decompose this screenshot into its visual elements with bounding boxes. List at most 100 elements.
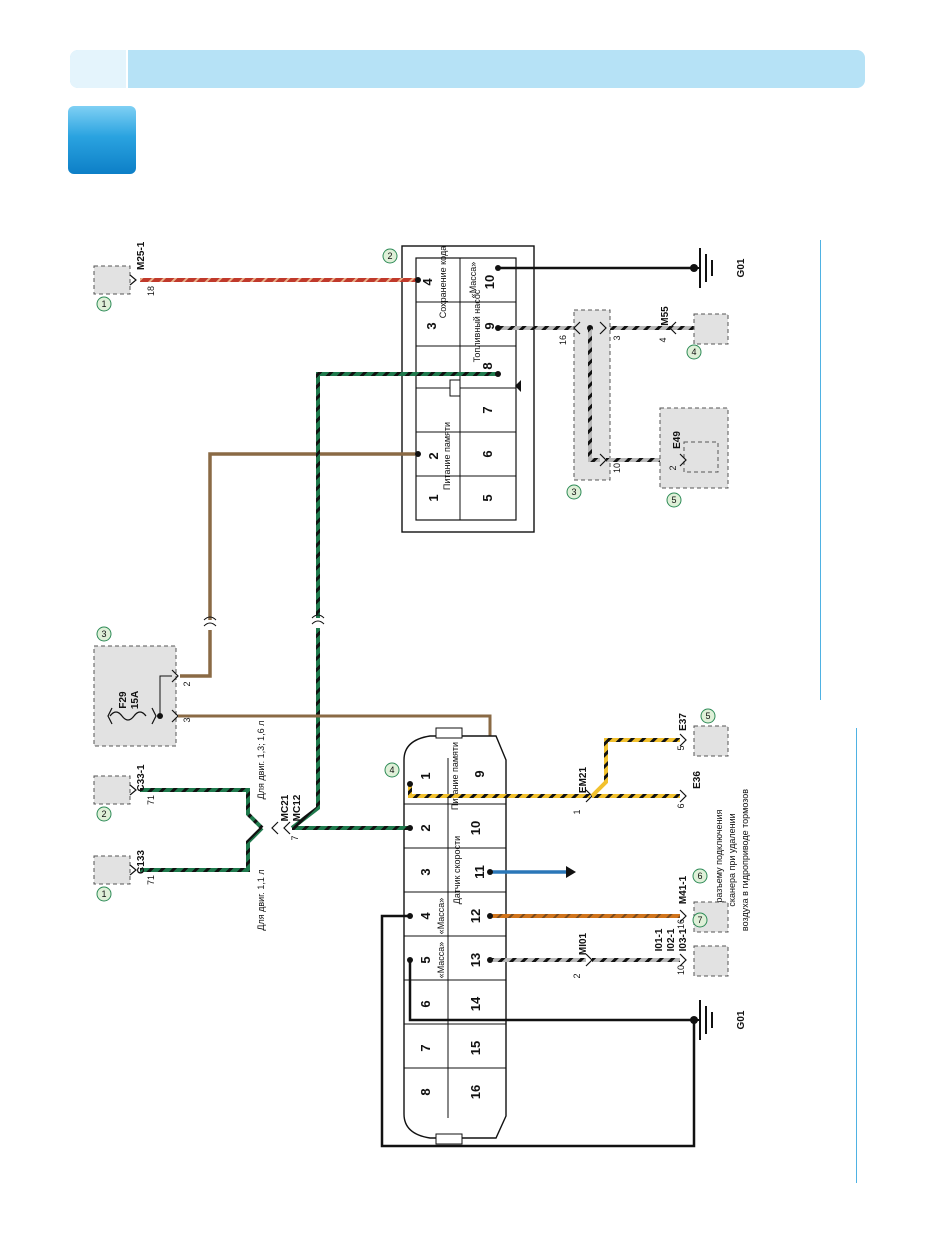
location-circle: 1 <box>101 889 106 899</box>
connector-em21-pin: 1 <box>572 809 582 814</box>
connector-e36-name: E36 <box>692 771 703 789</box>
margin-line <box>856 728 857 1183</box>
connector-c33-name: C33-1 <box>136 764 147 792</box>
upper-pin-5: 5 <box>480 494 495 501</box>
fuse-name: F29 <box>118 691 129 709</box>
header-bar <box>70 50 865 88</box>
lower-label-ground-a: «Масса» <box>436 898 446 935</box>
wire-lower-pin1 <box>408 784 590 798</box>
connector-mc12: MC12 <box>292 794 303 821</box>
lower-pin-16: 16 <box>468 1085 483 1099</box>
connector-e37-name: E37 <box>678 713 689 731</box>
note-scanner-1: К разъему подключения <box>714 809 724 910</box>
engine-note-large: Для двиг. 1,3; 1,6 л <box>256 721 266 800</box>
ground-lower-symbol <box>694 1000 713 1040</box>
connector-m55 <box>693 313 729 345</box>
lower-pin-13: 13 <box>468 953 483 967</box>
lower-pin-4: 4 <box>418 912 433 920</box>
location-circle: 2 <box>101 809 106 819</box>
connector-e37 <box>693 725 729 757</box>
lower-pin-9: 9 <box>472 770 487 777</box>
ground-upper-symbol <box>694 248 713 288</box>
connector-e37-pin: 5 <box>676 745 686 750</box>
connector-i01-pin: 10 <box>676 965 686 975</box>
connector-i01 <box>693 945 729 977</box>
splice-pin-a: 16 <box>558 335 568 345</box>
chapter-icon <box>68 106 136 174</box>
connector-m55-pin-left: 4 <box>658 337 668 342</box>
upper-pin-1: 1 <box>426 494 441 501</box>
location-circle: 7 <box>697 915 702 925</box>
lower-pin-12: 12 <box>468 909 483 923</box>
upper-label-fuel: Топливный насос <box>472 289 482 362</box>
upper-label-memory: Питание памяти <box>442 422 452 490</box>
location-circle: 4 <box>691 347 696 357</box>
location-circle: 6 <box>697 871 702 881</box>
location-circle: 3 <box>101 629 106 639</box>
connector-m25-pin: 18 <box>146 286 156 296</box>
fuse-pin-b: 3 <box>182 717 192 722</box>
splice-pin-b: 10 <box>612 463 622 473</box>
lower-pin-2: 2 <box>418 824 433 831</box>
connector-mc21: MC21 <box>280 794 291 821</box>
lower-pin-7: 7 <box>418 1044 433 1051</box>
location-circle: 1 <box>101 299 106 309</box>
upper-label-ground: «Масса» <box>468 262 478 299</box>
connector-m55-name: M55 <box>660 306 671 326</box>
connector-m41-name: M41-1 <box>678 875 689 904</box>
upper-pin-9: 9 <box>482 322 497 329</box>
lower-pin-5: 5 <box>418 956 433 963</box>
upper-pin-3: 3 <box>424 322 439 329</box>
connector-m25 <box>93 265 131 295</box>
connector-c33-pin: 71 <box>146 795 156 805</box>
connector-c33 <box>93 775 131 805</box>
lower-label-memory: Питание памяти <box>450 742 460 810</box>
connector-i01-name: I01-1 <box>654 928 665 951</box>
note-scanner-2: сканера при удалении <box>727 813 737 906</box>
wire-ground-lower-b <box>380 914 696 1148</box>
ground-lower-label: G01 <box>736 1010 747 1029</box>
lower-pin-10: 10 <box>468 821 483 835</box>
location-circle: 4 <box>389 765 394 775</box>
lower-pin-1: 1 <box>418 772 433 779</box>
lower-pin-11: 11 <box>472 865 487 879</box>
upper-pin-2: 2 <box>426 452 441 459</box>
upper-pin-8: 8 <box>480 362 495 369</box>
connector-mi01-name: MI01 <box>578 932 589 955</box>
fuse-pin-a: 2 <box>182 681 192 686</box>
location-circle: 5 <box>705 711 710 721</box>
connector-e36-pin: 6 <box>676 803 686 808</box>
wire-memory-upper <box>208 452 418 620</box>
ground-upper-label: G01 <box>736 258 747 277</box>
lower-pin-14: 14 <box>468 996 483 1011</box>
location-circle: 2 <box>387 251 392 261</box>
connector-c133-name: C133 <box>136 850 147 874</box>
lower-pin-6: 6 <box>418 1000 433 1007</box>
upper-pin-4: 4 <box>420 278 435 286</box>
fuse-box <box>93 645 177 747</box>
upper-pin-10: 10 <box>482 275 497 289</box>
engine-note-small: Для двиг. 1,1 л <box>256 869 266 930</box>
connector-em21-name: EM21 <box>578 767 589 794</box>
upper-pin-7: 7 <box>480 406 495 413</box>
wire-upper-pin8 <box>316 372 498 618</box>
location-circle: 5 <box>671 495 676 505</box>
upper-label-code: Сохранение кода <box>438 246 448 319</box>
connector-c133-pin: 71 <box>146 875 156 885</box>
connector-c133 <box>93 855 131 885</box>
connector-m41-pin: 16 <box>676 919 686 929</box>
connector-i03-name: I03-1 <box>678 928 689 951</box>
connector-e49-name: E49 <box>672 431 683 449</box>
lower-pin-3: 3 <box>418 868 433 875</box>
lower-pin-8: 8 <box>418 1088 433 1095</box>
connector-mc-pin: 7 <box>290 835 300 840</box>
connector-e49-pin: 2 <box>668 465 678 470</box>
lower-module <box>403 727 507 1145</box>
connector-i02-name: I02-1 <box>666 928 677 951</box>
upper-module <box>401 245 535 533</box>
upper-pin-6: 6 <box>480 450 495 457</box>
lower-label-ground-b: «Масса» <box>436 942 446 979</box>
connector-m55-pin-right: 3 <box>612 335 622 340</box>
connector-mi01-pin: 2 <box>572 973 582 978</box>
